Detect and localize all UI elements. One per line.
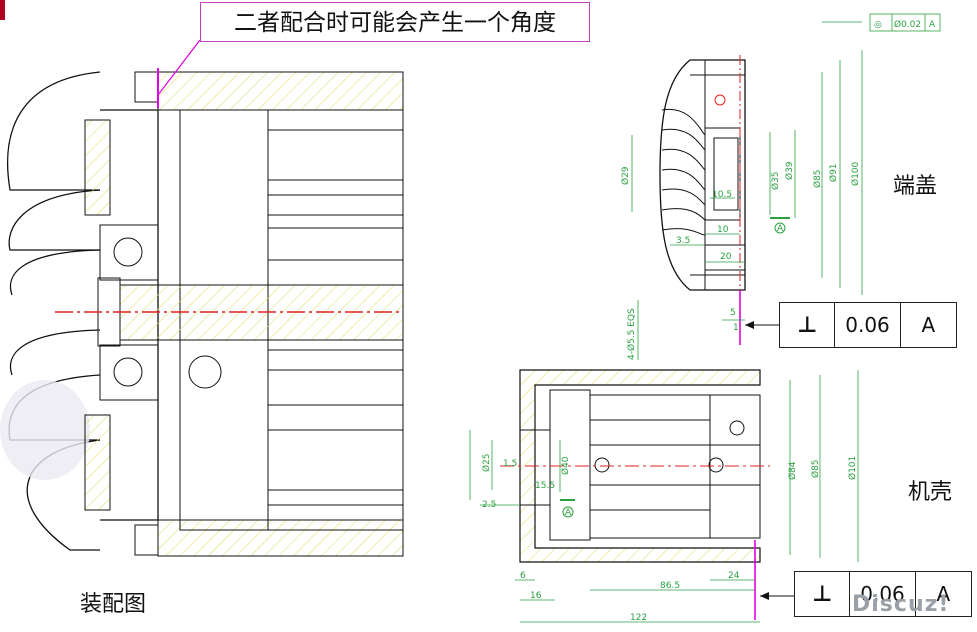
assembly-drawing-label: 装配图 bbox=[80, 592, 147, 617]
concentricity-tolerance: Ø0.02 bbox=[894, 19, 921, 30]
dim-w86-5: 86.5 bbox=[660, 581, 680, 591]
dim-w122: 122 bbox=[630, 613, 647, 623]
dim-d101: Ø101 bbox=[847, 456, 858, 480]
datum-a-housing: A bbox=[565, 508, 572, 518]
tolerance-value: 0.06 bbox=[850, 572, 916, 616]
dim-w24: 24 bbox=[728, 571, 740, 581]
perpendicularity-frame-end-cap: ⊥ 0.06 A bbox=[779, 302, 957, 348]
assembly-view bbox=[0, 0, 404, 557]
housing-dimension-texts: Ø25 Ø40 Ø84 Ø85 Ø101 1.5 15.5 2.5 6 16 8… bbox=[481, 453, 858, 623]
dim-w20: 20 bbox=[720, 252, 732, 262]
dim-d100: Ø100 bbox=[850, 161, 861, 186]
forum-watermark: Discuz! bbox=[852, 592, 950, 617]
callout-note: 二者配合时可能会产生一个角度 bbox=[200, 2, 590, 42]
dim-w3-5: 3.5 bbox=[676, 236, 690, 246]
dim-w6: 6 bbox=[520, 571, 526, 581]
dim-w5: 5 bbox=[730, 308, 736, 318]
housing-label: 机壳 bbox=[908, 480, 953, 505]
dim-w10: 10 bbox=[717, 225, 729, 235]
concentricity-datum: A bbox=[929, 20, 936, 30]
tolerance-value: 0.06 bbox=[835, 303, 901, 347]
dim-d29: Ø29 bbox=[620, 166, 631, 185]
dim-d85: Ø85 bbox=[812, 169, 823, 188]
dim-w2-5: 2.5 bbox=[482, 500, 496, 510]
end-cap-view bbox=[631, 13, 941, 360]
perpendicularity-symbol: ⊥ bbox=[795, 572, 851, 616]
housing-view bbox=[469, 369, 859, 623]
concentricity-symbol: ◎ bbox=[874, 20, 882, 30]
datum-a-endcap: A bbox=[777, 224, 784, 234]
perpendicularity-symbol: ⊥ bbox=[780, 303, 836, 347]
dim-w1-5: 1.5 bbox=[503, 459, 517, 469]
dim-d35: Ø35 bbox=[770, 171, 781, 190]
dim-d40: Ø40 bbox=[560, 456, 571, 475]
end-cap-dimension-texts: Ø29 Ø35 Ø39 Ø85 Ø91 Ø100 10.5 10 20 3.5 … bbox=[620, 19, 936, 360]
dim-d85-housing: Ø85 bbox=[810, 459, 821, 478]
datum-reference: A bbox=[921, 313, 936, 337]
dim-d91: Ø91 bbox=[828, 163, 839, 182]
end-cap-label: 端盖 bbox=[893, 174, 938, 199]
datum-reference: A bbox=[936, 582, 951, 606]
dim-holes: 4-Ø5.5 EQS bbox=[626, 308, 637, 360]
perpendicularity-frame-housing: ⊥ 0.06 A bbox=[794, 571, 972, 617]
dim-w1: 1 bbox=[733, 323, 739, 333]
dim-w15-5: 15.5 bbox=[535, 481, 555, 491]
dim-d25: Ø25 bbox=[481, 453, 492, 472]
dim-w10-5: 10.5 bbox=[712, 190, 732, 200]
dim-w16: 16 bbox=[530, 591, 542, 601]
dim-d39: Ø39 bbox=[784, 161, 795, 180]
dim-d84: Ø84 bbox=[787, 461, 798, 480]
